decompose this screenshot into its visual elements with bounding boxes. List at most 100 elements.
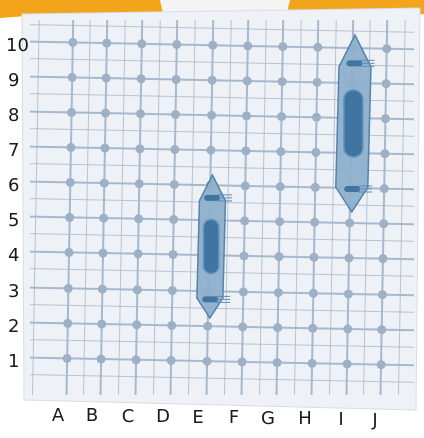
grid-dot[interactable] bbox=[135, 144, 144, 153]
grid-dot[interactable] bbox=[207, 111, 216, 120]
grid-dot[interactable] bbox=[63, 319, 72, 328]
grid-dot[interactable] bbox=[275, 217, 284, 226]
grid-dot[interactable] bbox=[343, 325, 352, 334]
grid-dot[interactable] bbox=[309, 289, 318, 298]
grid-dot[interactable] bbox=[273, 323, 282, 332]
grid-dot[interactable] bbox=[170, 180, 179, 189]
row-label-9: 9 bbox=[8, 70, 19, 91]
grid-dot[interactable] bbox=[97, 320, 106, 329]
row-label-7: 7 bbox=[8, 140, 19, 161]
grid-dot[interactable] bbox=[382, 44, 391, 53]
grid-dot[interactable] bbox=[379, 219, 388, 228]
grid-dot[interactable] bbox=[239, 287, 248, 296]
grid-dot[interactable] bbox=[172, 75, 181, 84]
grid-dot[interactable] bbox=[100, 179, 109, 188]
grid-dot[interactable] bbox=[308, 359, 317, 368]
grid-dot[interactable] bbox=[203, 322, 212, 331]
grid-dot[interactable] bbox=[312, 113, 321, 122]
grid-dot[interactable] bbox=[102, 39, 111, 48]
grid-dot[interactable] bbox=[132, 355, 141, 364]
column-label-C: C bbox=[122, 406, 135, 427]
grid-dot[interactable] bbox=[382, 79, 391, 88]
grid-dot[interactable] bbox=[135, 179, 144, 188]
grid-dot[interactable] bbox=[308, 324, 317, 333]
grid-dot[interactable] bbox=[243, 76, 252, 85]
grid-dot[interactable] bbox=[134, 214, 143, 223]
grid-dot[interactable] bbox=[136, 109, 145, 118]
grid-dot[interactable] bbox=[99, 214, 108, 223]
grid-dot[interactable] bbox=[66, 178, 75, 187]
grid-dot[interactable] bbox=[100, 144, 109, 153]
grid-dot[interactable] bbox=[171, 110, 180, 119]
grid-dot[interactable] bbox=[97, 355, 106, 364]
grid-dot[interactable] bbox=[377, 360, 386, 369]
grid-dot[interactable] bbox=[137, 39, 146, 48]
grid-dot[interactable] bbox=[277, 112, 286, 121]
grid-dot[interactable] bbox=[242, 111, 251, 120]
grid-dot[interactable] bbox=[379, 254, 388, 263]
grid-dot[interactable] bbox=[276, 147, 285, 156]
column-labels: ABCDEFGHIJ bbox=[52, 405, 378, 431]
grid-dot[interactable] bbox=[381, 114, 390, 123]
grid-dot[interactable] bbox=[278, 77, 287, 86]
grid-dot[interactable] bbox=[313, 78, 322, 87]
grid-dot[interactable] bbox=[63, 354, 72, 363]
grid-dot[interactable] bbox=[345, 254, 354, 263]
grid-dot[interactable] bbox=[172, 40, 181, 49]
grid-dot[interactable] bbox=[68, 38, 77, 47]
grid-dot[interactable] bbox=[311, 148, 320, 157]
grid-dot[interactable] bbox=[64, 284, 73, 293]
grid-dot[interactable] bbox=[238, 357, 247, 366]
grid-dot[interactable] bbox=[345, 219, 354, 228]
grid-dot[interactable] bbox=[275, 252, 284, 261]
grid-dot[interactable] bbox=[137, 74, 146, 83]
grid-dot[interactable] bbox=[169, 215, 178, 224]
grid-dot[interactable] bbox=[240, 216, 249, 225]
row-label-2: 2 bbox=[8, 316, 19, 337]
grid-dot[interactable] bbox=[101, 109, 110, 118]
grid-dot[interactable] bbox=[208, 76, 217, 85]
grid-dot[interactable] bbox=[343, 360, 352, 369]
grid-dot[interactable] bbox=[243, 41, 252, 50]
grid-dot[interactable] bbox=[380, 184, 389, 193]
grid-dot[interactable] bbox=[240, 251, 249, 260]
grid-dot[interactable] bbox=[170, 145, 179, 154]
grid-dot[interactable] bbox=[311, 183, 320, 192]
grid-dot[interactable] bbox=[206, 146, 215, 155]
grid-dot[interactable] bbox=[99, 249, 108, 258]
grid-dot[interactable] bbox=[310, 218, 319, 227]
grid-dot[interactable] bbox=[380, 149, 389, 158]
grid-dot[interactable] bbox=[169, 250, 178, 259]
grid-dot[interactable] bbox=[167, 356, 176, 365]
grid-dot[interactable] bbox=[208, 41, 217, 50]
grid-dot[interactable] bbox=[313, 43, 322, 52]
grid-dot[interactable] bbox=[238, 322, 247, 331]
grid-dot[interactable] bbox=[102, 74, 111, 83]
grid-dot[interactable] bbox=[66, 143, 75, 152]
column-label-I: I bbox=[338, 409, 343, 430]
grid-dot[interactable] bbox=[65, 213, 74, 222]
grid-dot[interactable] bbox=[241, 181, 250, 190]
grid-dot[interactable] bbox=[67, 108, 76, 117]
grid-dot[interactable] bbox=[134, 249, 143, 258]
grid-dot[interactable] bbox=[241, 146, 250, 155]
grid-dot[interactable] bbox=[278, 42, 287, 51]
grid-dot[interactable] bbox=[344, 290, 353, 299]
grid-dot[interactable] bbox=[377, 325, 386, 334]
grid-dot[interactable] bbox=[132, 320, 141, 329]
grid-dot[interactable] bbox=[167, 321, 176, 330]
grid-dot[interactable] bbox=[310, 253, 319, 262]
grid-dot[interactable] bbox=[98, 285, 107, 294]
grid-dot[interactable] bbox=[203, 357, 212, 366]
grid-dot[interactable] bbox=[273, 358, 282, 367]
grid-dot[interactable] bbox=[276, 182, 285, 191]
row-label-6: 6 bbox=[8, 175, 19, 196]
grid-dot[interactable] bbox=[168, 286, 177, 295]
grid-dot[interactable] bbox=[133, 285, 142, 294]
grid-dot[interactable] bbox=[68, 73, 77, 82]
grid-dot[interactable] bbox=[65, 248, 74, 257]
ship-cabin bbox=[203, 219, 219, 273]
grid-dot[interactable] bbox=[378, 290, 387, 299]
row-label-10: 10 bbox=[6, 35, 29, 56]
grid-dot[interactable] bbox=[274, 288, 283, 297]
